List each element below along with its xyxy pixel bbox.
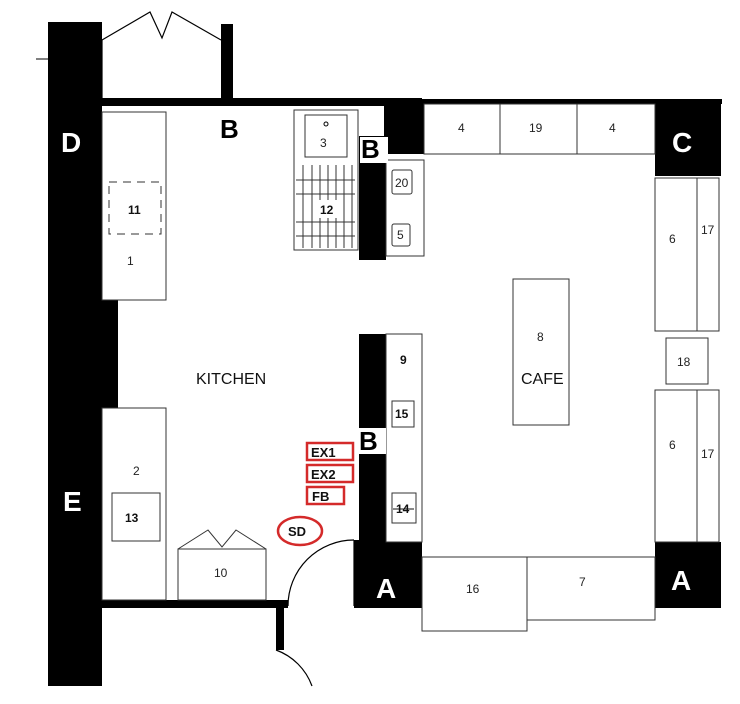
svg-text:13: 13: [125, 511, 139, 525]
svg-text:8: 8: [537, 330, 544, 344]
room-label-kitchen: KITCHEN: [196, 371, 266, 388]
equipment-10: 10: [177, 529, 267, 601]
svg-text:17: 17: [701, 223, 715, 237]
wall-label-b-partition-upper: B: [361, 134, 380, 164]
wall-pillar-a-left: [362, 542, 422, 608]
wall-north-stub: [384, 100, 424, 154]
wall-label-a-right: A: [671, 565, 691, 596]
svg-text:11: 11: [128, 203, 141, 217]
counter-north-cafe: 4 19 4: [423, 103, 656, 155]
wall-north-cafe: [422, 99, 722, 104]
counter-9-15-14: 9 15 14: [385, 333, 423, 543]
smoke-detector: SD: [276, 515, 324, 547]
svg-text:SD: SD: [288, 524, 306, 539]
svg-text:EX1: EX1: [311, 445, 336, 460]
svg-text:EX2: EX2: [311, 467, 336, 482]
counter-east-lower: 6 17: [654, 389, 720, 543]
wall-label-c: C: [672, 127, 692, 158]
fire-extinguisher-2: EX2: [305, 463, 355, 484]
svg-text:7: 7: [579, 575, 586, 589]
wall-west: [48, 22, 102, 686]
equipment-18: 18: [665, 337, 709, 385]
wall-label-a-left: A: [376, 573, 396, 604]
wall-label-d: D: [61, 127, 81, 158]
counter-south-cafe: 16 7: [421, 556, 656, 632]
svg-text:4: 4: [458, 121, 465, 135]
equipment-11: 11: [108, 181, 162, 235]
svg-text:6: 6: [669, 232, 676, 246]
wall-south-kitchen: [102, 600, 288, 608]
wall-pillar-c: [655, 99, 721, 176]
svg-text:20: 20: [395, 176, 409, 190]
wall-entry-pillar: [221, 24, 233, 100]
door-kitchen-south: [275, 539, 355, 687]
svg-text:4: 4: [609, 121, 616, 135]
svg-text:6: 6: [669, 438, 676, 452]
svg-text:9: 9: [400, 353, 407, 367]
svg-text:2: 2: [133, 464, 140, 478]
svg-text:5: 5: [397, 228, 404, 242]
equipment-1: 1: [101, 111, 167, 301]
counter-20-5: 20 5: [385, 159, 425, 257]
wall-label-e: E: [63, 486, 82, 517]
wall-label-b-north: B: [220, 114, 239, 144]
wall-kitchen-mid: [102, 300, 118, 408]
svg-text:10: 10: [214, 566, 228, 580]
wall-south-stub: [276, 604, 284, 650]
wall-label-b-partition-lower: B: [359, 426, 378, 456]
wall-pillar-a-right: [655, 542, 721, 608]
svg-text:12: 12: [320, 203, 334, 217]
svg-text:3: 3: [320, 136, 327, 150]
wall-north: [102, 98, 422, 106]
fire-extinguisher-1: EX1: [305, 441, 355, 462]
svg-text:16: 16: [466, 582, 480, 596]
svg-text:19: 19: [529, 121, 543, 135]
svg-text:18: 18: [677, 355, 691, 369]
svg-text:FB: FB: [312, 489, 329, 504]
table-8: 8: [512, 278, 570, 426]
equipment-13: 13: [111, 492, 161, 542]
svg-text:1: 1: [127, 254, 134, 268]
door-entry-north: [101, 11, 222, 100]
equipment-3-12: 3 12: [293, 109, 359, 251]
counter-east-upper: 6 17: [654, 177, 720, 332]
room-label-cafe: CAFE: [521, 371, 564, 388]
svg-text:17: 17: [701, 447, 715, 461]
svg-text:15: 15: [395, 407, 409, 421]
fire-blanket: FB: [305, 485, 346, 506]
wall-south-stub-right: [354, 540, 362, 608]
